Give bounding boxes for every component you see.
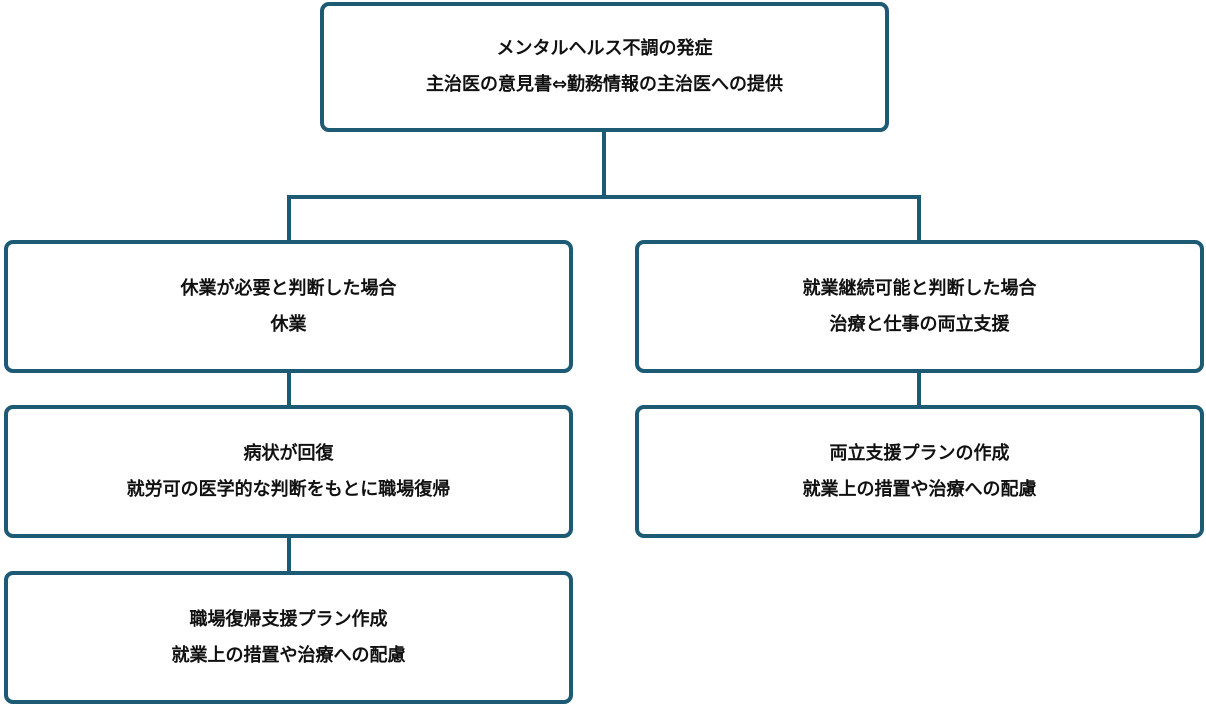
node-detail: 休業 [270,313,307,335]
node-title: 就業継続可能と判断した場合 [802,277,1037,299]
node-mental-health-onset: メンタルヘルス不調の発症 主治医の意見書⇔勤務情報の主治医への提供 [320,2,889,132]
node-title: 職場復帰支援プラン作成 [189,608,388,630]
node-recovery-return: 病状が回復 就労可の医学的な判断をもとに職場復帰 [4,405,573,538]
node-detail: 就労可の医学的な判断をもとに職場復帰 [126,478,451,500]
node-detail: 主治医の意見書⇔勤務情報の主治医への提供 [425,74,784,95]
node-return-support-plan: 職場復帰支援プラン作成 就業上の措置や治療への配慮 [4,571,573,704]
node-work-continuation: 就業継続可能と判断した場合 治療と仕事の両立支援 [635,240,1204,373]
node-balance-support-plan: 両立支援プランの作成 就業上の措置や治療への配慮 [635,405,1204,538]
node-detail: 治療と仕事の両立支援 [829,313,1010,335]
node-detail: 就業上の措置や治療への配慮 [802,478,1037,500]
node-title: 両立支援プランの作成 [829,442,1010,464]
node-title: 病状が回復 [243,442,334,464]
node-title: メンタルヘルス不調の発症 [496,38,713,59]
node-leave-required: 休業が必要と判断した場合 休業 [4,240,573,373]
node-title: 休業が必要と判断した場合 [180,277,397,299]
node-detail: 就業上の措置や治療への配慮 [171,644,406,666]
